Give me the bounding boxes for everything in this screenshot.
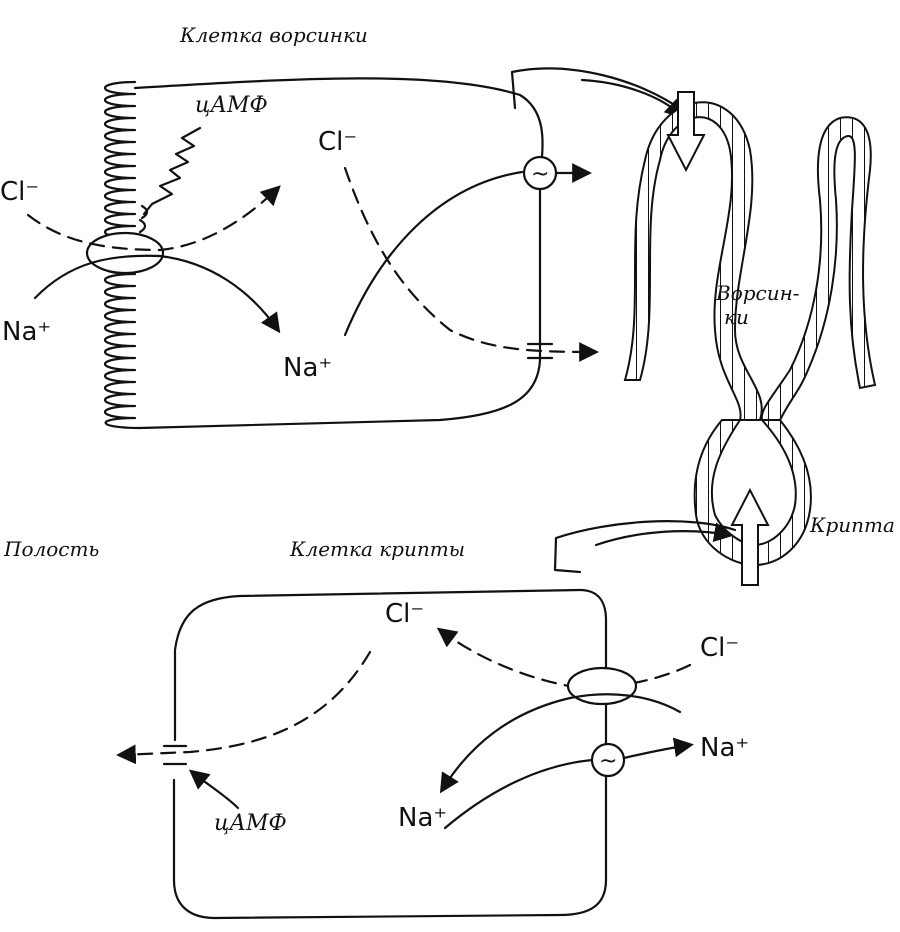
crypt-cell-title: Клетка крипты xyxy=(289,537,465,561)
cl-crypt-exit-path xyxy=(116,650,372,765)
cl-exit-path xyxy=(343,166,599,362)
crypt-pump-symbol: ~ xyxy=(599,749,617,774)
villus-right xyxy=(760,116,877,421)
na-crypt-pump-path xyxy=(443,745,690,830)
na-label-villus-mid: Na⁺ xyxy=(283,353,332,383)
villi-label-line1: Ворсин- xyxy=(715,281,800,305)
villus-callout-bracket xyxy=(510,67,684,112)
villus-cell-title: Клетка ворсинки xyxy=(179,23,368,47)
camp-to-channel-arrow xyxy=(188,769,240,810)
camp-zigzag xyxy=(142,126,202,216)
cl-entry-path xyxy=(26,185,281,252)
na-label-left: Na⁺ xyxy=(2,317,51,347)
cl-label-crypt-right: Cl⁻ xyxy=(700,633,739,663)
na-entry-path xyxy=(33,254,281,334)
villus-absorption-arrow xyxy=(666,91,706,173)
cl-label-crypt-mid: Cl⁻ xyxy=(385,599,424,629)
na-label-crypt-mid: Na⁺ xyxy=(398,803,447,833)
crypt-label: Крипта xyxy=(809,513,895,537)
camp-label-bottom: цАМФ xyxy=(214,811,287,836)
villus-cell-membrane xyxy=(133,77,544,430)
villi-label-line2: ки xyxy=(724,305,749,329)
camp-label-top: цАМФ xyxy=(195,93,268,118)
na-crypt-entry-path xyxy=(439,693,682,794)
lumen-label: Полость xyxy=(3,537,99,561)
crypt-secretion-arrow xyxy=(730,487,770,586)
villus-cl-channel xyxy=(526,342,554,360)
crypt-cl-channel xyxy=(162,744,188,766)
cl-label-villus-mid: Cl⁻ xyxy=(318,127,357,157)
villus-cotransporter xyxy=(85,231,165,275)
cl-crypt-entry-path xyxy=(436,627,692,690)
villus-pump-symbol: ~ xyxy=(531,162,549,187)
crypt-cotransporter xyxy=(566,666,638,706)
cl-label-left: Cl⁻ xyxy=(0,177,39,207)
crypt-callout-arrow xyxy=(594,522,734,547)
crypt-cell-membrane xyxy=(172,588,608,920)
na-to-pump-path xyxy=(343,170,524,337)
na-label-crypt-right: Na⁺ xyxy=(700,733,749,763)
villus-callout-arrow xyxy=(580,78,685,119)
camp-receptor xyxy=(138,204,149,234)
